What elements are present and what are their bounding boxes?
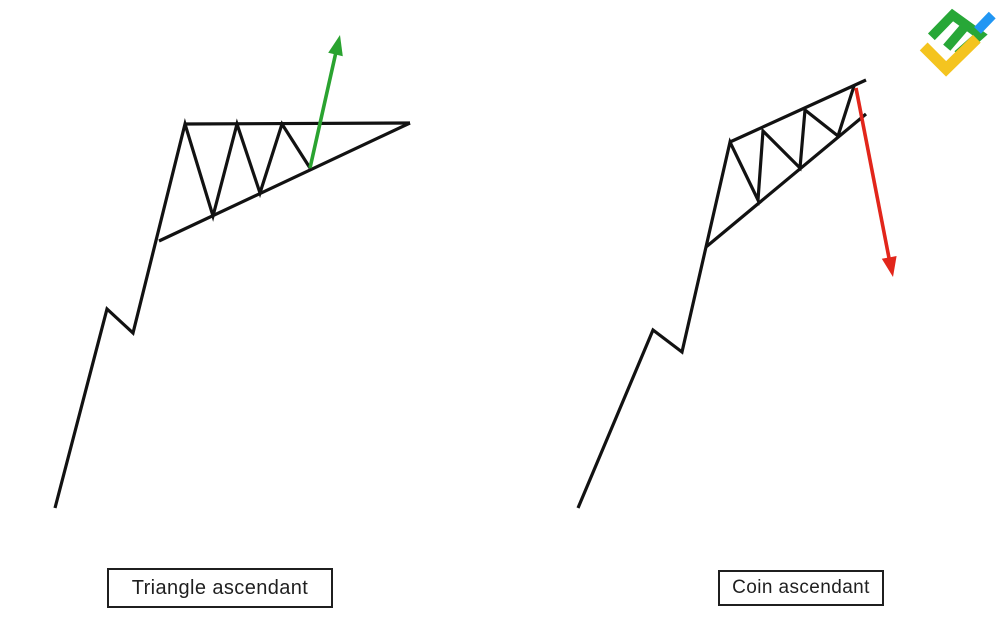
- logo-yellow-check-icon: [919, 34, 981, 77]
- label-coin-ascendant: Coin ascendant: [718, 570, 884, 606]
- ascending-triangle-figure: [53, 35, 411, 509]
- breakout-down-arrow-icon: [854, 87, 897, 277]
- breakout-down-arrow-head: [881, 256, 897, 277]
- resistance-line: [729, 78, 867, 144]
- support-line: [704, 112, 868, 249]
- breakout-up-arrow-head: [328, 35, 343, 57]
- label-triangle-ascendant: Triangle ascendant: [107, 568, 333, 608]
- logo-blue-accent-icon: [974, 11, 996, 34]
- label-triangle-ascendant-text: Triangle ascendant: [131, 576, 309, 599]
- breakout-up-arrow-shaft: [308, 51, 338, 169]
- breakout-up-arrow-icon: [308, 35, 343, 169]
- rising-wedge-figure: [576, 78, 897, 509]
- breakout-down-arrow-shaft: [854, 87, 891, 259]
- price-line: [53, 117, 312, 509]
- resistance-line: [183, 121, 411, 126]
- support-line: [158, 121, 411, 243]
- price-line: [576, 85, 856, 509]
- label-coin-ascendant-text: Coin ascendant: [732, 577, 870, 598]
- logo-green-middle-arm-icon: [943, 22, 970, 51]
- litefinance-logo: [919, 8, 996, 77]
